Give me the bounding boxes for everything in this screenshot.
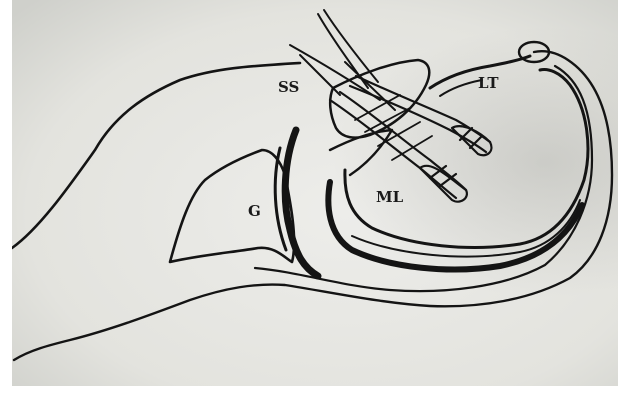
label-lt: LT (478, 74, 499, 92)
margin-left (0, 0, 12, 393)
margin-bottom (0, 386, 621, 393)
label-ss: SS (278, 78, 299, 96)
label-g: G (248, 202, 261, 220)
label-ml: ML (376, 188, 404, 206)
